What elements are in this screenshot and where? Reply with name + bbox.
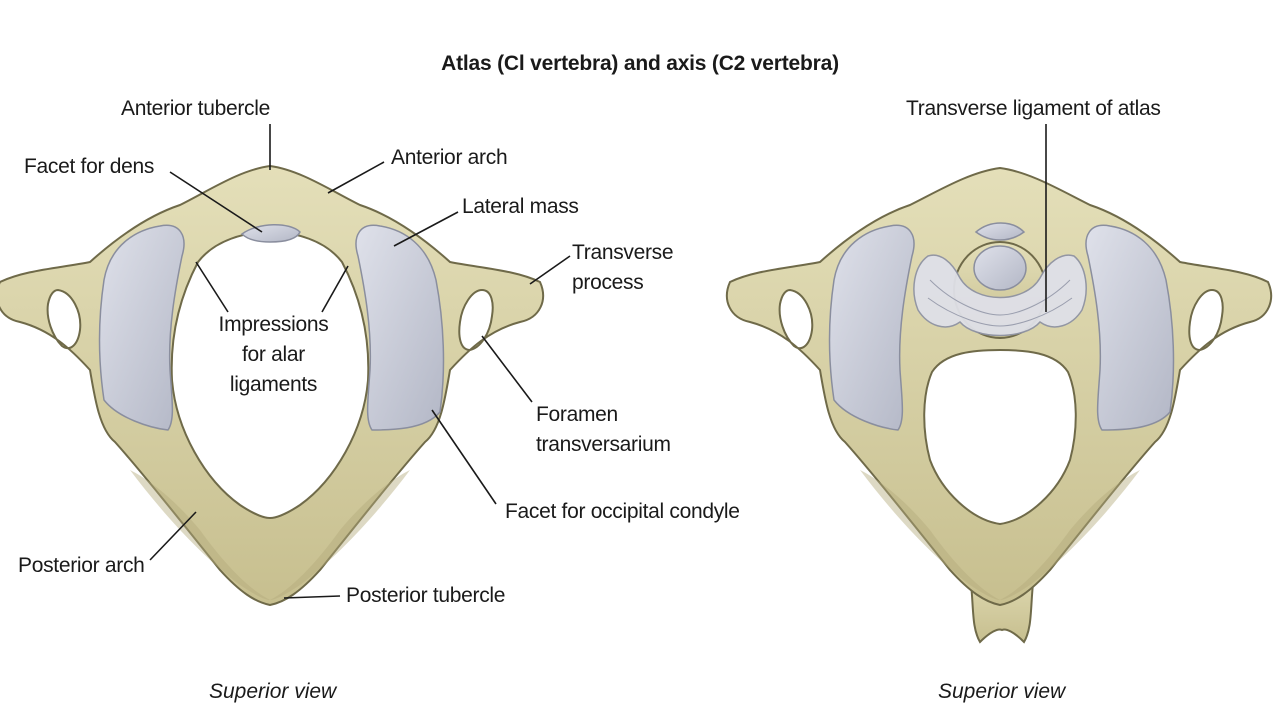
label-posterior-arch: Posterior arch bbox=[18, 554, 145, 577]
caption-left: Superior view bbox=[209, 680, 337, 703]
leader-lateral-mass bbox=[393, 211, 459, 247]
leader-occipital-condyle bbox=[431, 409, 497, 505]
leader-foramen bbox=[481, 335, 533, 403]
leader-facet-for-dens bbox=[169, 171, 263, 233]
diagram-title: Atlas (Cl vertebra) and axis (C2 vertebr… bbox=[441, 52, 839, 75]
atlas-superior-facet-right-r bbox=[1085, 224, 1175, 431]
leader-posterior-arch bbox=[149, 511, 197, 561]
atlas-superior-facet-left-r bbox=[828, 224, 915, 431]
label-facet-occipital-condyle: Facet for occipital condyle bbox=[505, 500, 740, 523]
leader-impressions-left bbox=[195, 261, 229, 313]
label-facet-for-dens: Facet for dens bbox=[24, 155, 155, 178]
label-lateral-mass: Lateral mass bbox=[462, 195, 579, 218]
label-foramen-transversarium: Foramen transversarium bbox=[536, 403, 671, 456]
leader-posterior-tubercle bbox=[283, 595, 341, 599]
label-posterior-tubercle: Posterior tubercle bbox=[346, 584, 506, 607]
leader-transverse-process bbox=[529, 255, 571, 285]
caption-right: Superior view bbox=[938, 680, 1066, 703]
leader-anterior-arch bbox=[327, 161, 385, 194]
leader-impressions-right bbox=[321, 265, 349, 313]
label-anterior-arch: Anterior arch bbox=[391, 146, 508, 169]
label-anterior-tubercle: Anterior tubercle bbox=[121, 97, 270, 120]
label-transverse-ligament: Transverse ligament of atlas bbox=[906, 97, 1161, 120]
label-impressions-alar: Impressions for alar ligaments bbox=[218, 313, 329, 396]
leader-lines bbox=[149, 124, 1047, 599]
atlas-vertebra bbox=[0, 164, 545, 607]
atlas-superior-facet-right bbox=[355, 224, 445, 431]
atlas-superior-facet-left bbox=[98, 224, 185, 431]
label-transverse-process: Transverse process bbox=[572, 241, 674, 294]
atlas-axis-vertebrae bbox=[725, 166, 1273, 644]
